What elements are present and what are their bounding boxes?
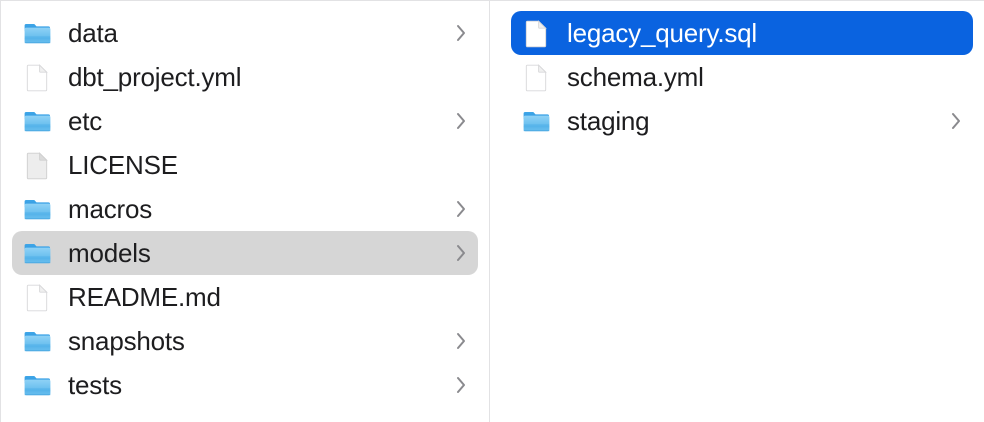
finder-item-label: macros	[68, 194, 153, 224]
finder-item-row[interactable]: snapshots	[12, 319, 478, 363]
document-icon	[522, 63, 551, 92]
chevron-right-icon	[454, 110, 468, 132]
finder-item-label: staging	[567, 106, 650, 136]
chevron-right-icon	[454, 330, 468, 352]
finder-item-row[interactable]: macros	[12, 187, 478, 231]
folder-icon	[522, 107, 551, 136]
finder-item-row[interactable]: tests	[12, 363, 478, 407]
folder-icon	[23, 195, 52, 224]
chevron-right-icon	[454, 198, 468, 220]
chevron-right-icon	[949, 110, 963, 132]
finder-item-row[interactable]: models	[12, 231, 478, 275]
finder-item-label: dbt_project.yml	[68, 62, 242, 92]
finder-item-label: models	[68, 238, 151, 268]
finder-item-row[interactable]: data	[12, 11, 478, 55]
finder-item-label: README.md	[68, 282, 221, 312]
document-icon	[522, 19, 551, 48]
finder-item-row[interactable]: etc	[12, 99, 478, 143]
finder-item-label: etc	[68, 106, 103, 136]
document-plain-icon	[23, 151, 52, 180]
finder-item-row[interactable]: legacy_query.sql	[511, 11, 973, 55]
chevron-right-icon	[454, 374, 468, 396]
finder-column-parent[interactable]: data dbt_project.yml etc LICENSE	[1, 1, 490, 422]
folder-icon	[23, 19, 52, 48]
finder-item-label: tests	[68, 370, 122, 400]
chevron-right-icon	[454, 22, 468, 44]
finder-item-label: legacy_query.sql	[567, 18, 757, 48]
finder-item-row[interactable]: schema.yml	[511, 55, 973, 99]
chevron-right-icon	[454, 242, 468, 264]
finder-item-row[interactable]: staging	[511, 99, 973, 143]
finder-column-child[interactable]: legacy_query.sql schema.yml staging	[490, 1, 984, 422]
folder-icon	[23, 107, 52, 136]
folder-icon	[23, 239, 52, 268]
finder-item-row[interactable]: dbt_project.yml	[12, 55, 478, 99]
finder-item-label: LICENSE	[68, 150, 178, 180]
finder-item-label: data	[68, 18, 118, 48]
finder-item-label: snapshots	[68, 326, 185, 356]
folder-icon	[23, 371, 52, 400]
finder-item-row[interactable]: README.md	[12, 275, 478, 319]
folder-icon	[23, 327, 52, 356]
document-icon	[23, 283, 52, 312]
finder-item-row[interactable]: LICENSE	[12, 143, 478, 187]
finder-item-label: schema.yml	[567, 62, 704, 92]
document-icon	[23, 63, 52, 92]
